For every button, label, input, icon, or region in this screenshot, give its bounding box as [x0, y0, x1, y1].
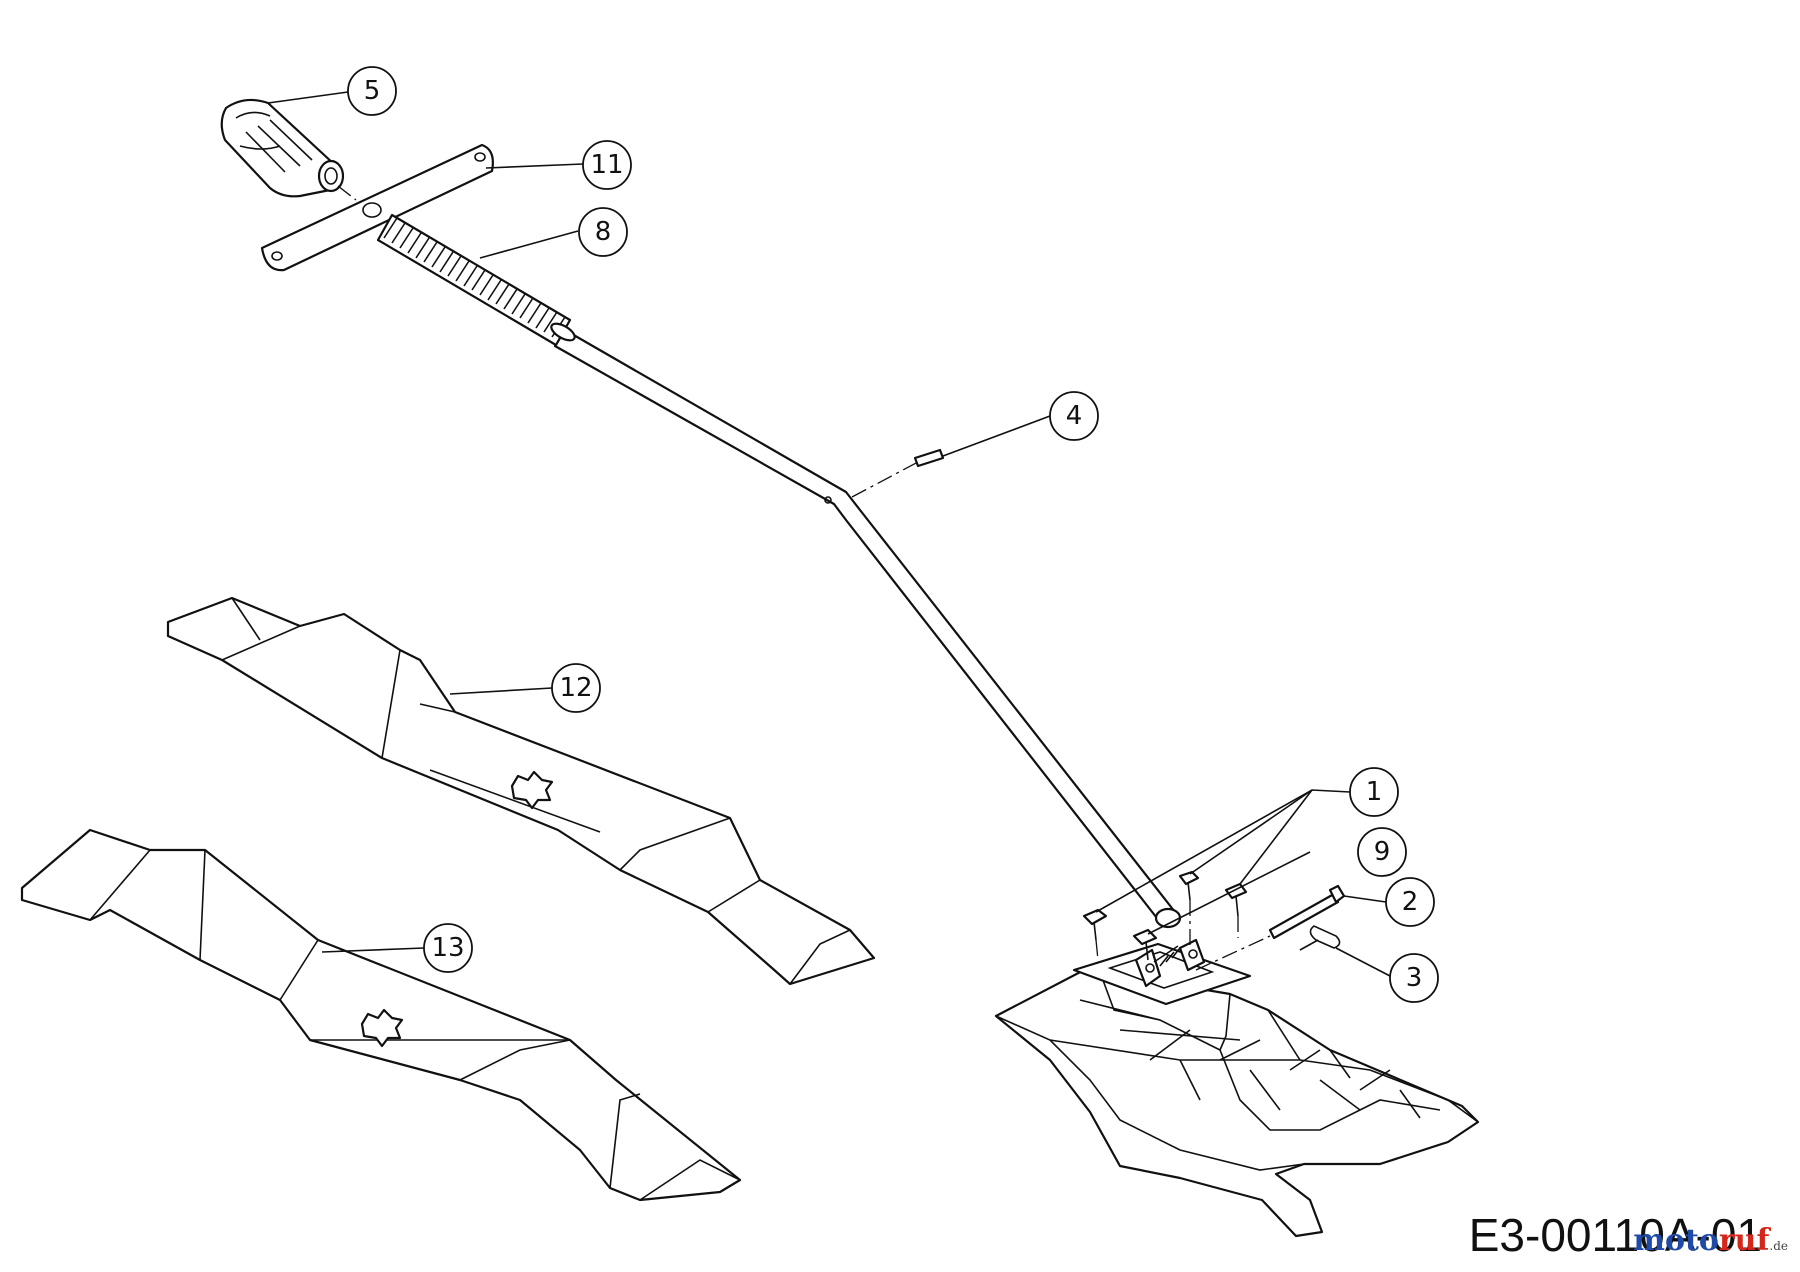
- deck-bracket: [994, 907, 1480, 1238]
- watermark-logo: motoruf.de: [1633, 1223, 1788, 1258]
- svg-text:4: 4: [1066, 401, 1083, 431]
- callout-4: 4: [1049, 391, 1099, 441]
- hair-clip: [1299, 925, 1341, 951]
- spring: [376, 213, 576, 347]
- bracket-plate: [260, 143, 494, 272]
- axle-pin: [1268, 884, 1346, 940]
- callout-8: 8: [578, 207, 628, 257]
- screw-middle: [1178, 870, 1200, 901]
- svg-text:11: 11: [590, 150, 623, 180]
- watermark-tld: .de: [1769, 1239, 1788, 1253]
- callout-2: 2: [1385, 877, 1435, 927]
- callout-13: 13: [423, 923, 473, 973]
- screw-left: [1082, 908, 1108, 941]
- pin: [913, 448, 945, 468]
- blade-lower: [20, 828, 742, 1202]
- drawing-code: E3-00110A-01: [1468, 1209, 1762, 1261]
- callout-12: 12: [551, 663, 601, 713]
- svg-text:2: 2: [1402, 887, 1419, 917]
- callout-5: 5: [347, 66, 397, 116]
- handle-grip: [220, 98, 345, 198]
- svg-text:3: 3: [1406, 963, 1423, 993]
- callout-3: 3: [1389, 953, 1439, 1003]
- svg-text:9: 9: [1374, 837, 1391, 867]
- svg-text:1: 1: [1366, 777, 1383, 807]
- svg-text:8: 8: [595, 217, 612, 247]
- svg-text:5: 5: [364, 76, 381, 106]
- svg-text:13: 13: [431, 933, 464, 963]
- blade-upper: [166, 596, 876, 986]
- watermark-part2: ruf: [1718, 1223, 1770, 1258]
- watermark-part1: moto: [1633, 1223, 1719, 1258]
- callout-1: 1: [1349, 767, 1399, 817]
- callout-9: 9: [1357, 827, 1407, 877]
- svg-text:12: 12: [559, 673, 592, 703]
- callout-11: 11: [582, 140, 632, 190]
